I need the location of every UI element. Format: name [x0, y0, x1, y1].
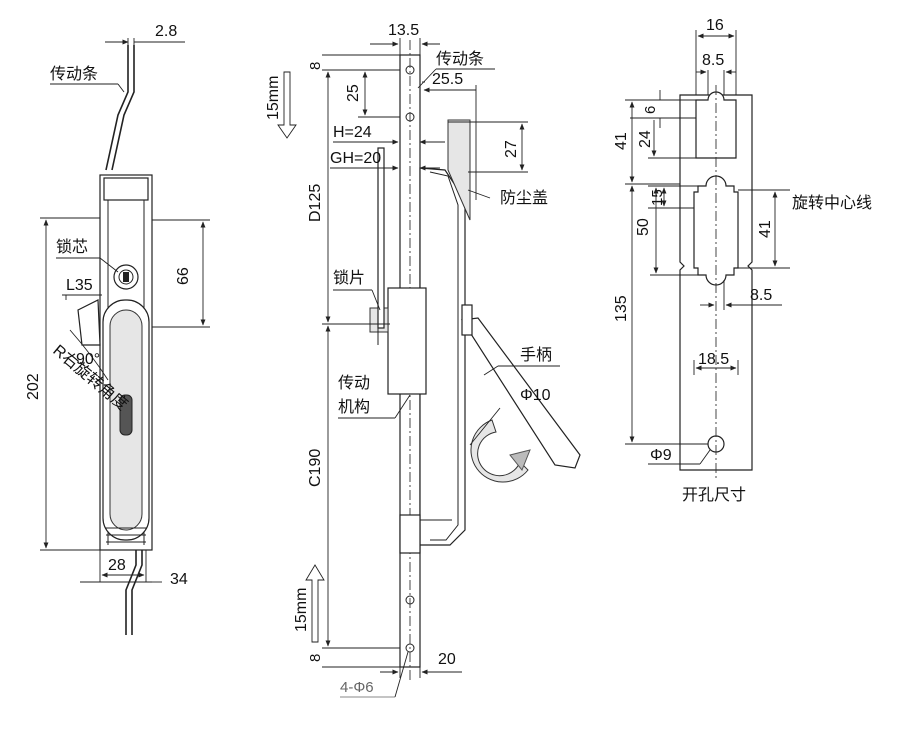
dim-GH20: GH=20 [330, 150, 381, 167]
dim-202: 202 [25, 373, 42, 400]
label-handle: 手柄 [520, 346, 552, 364]
dim-H24: H=24 [333, 124, 372, 141]
label-lock-plate: 锁片 [333, 269, 365, 287]
dim-phi9: Φ9 [650, 447, 672, 464]
label-dust-cover: 防尘盖 [500, 189, 548, 207]
label-cutout-size: 开孔尺寸 [682, 486, 746, 504]
dim-41-right: 41 [757, 220, 774, 238]
dim-27: 27 [503, 140, 520, 158]
dim-phi10: Φ10 [520, 387, 551, 404]
figure-side-view: 13.5 传动条 8 15mm 25 25.5 H=24 27 GH=20 [265, 22, 581, 698]
label-drive-bar-side: 传动条 [436, 50, 484, 68]
dust-cover [447, 119, 471, 221]
rotation-arrow-icon [470, 419, 529, 483]
label-drive-mech-2: 机构 [338, 398, 370, 416]
label-drive-mech-1: 传动 [338, 374, 370, 392]
dim-25-5: 25.5 [432, 71, 463, 88]
dim-15mm-bottom: 15mm [293, 588, 310, 632]
dim-135: 135 [613, 295, 630, 322]
dim-8-bottom: 8 [307, 654, 324, 662]
dim-15mm-top: 15mm [265, 76, 282, 120]
dim-8-5-mid: 8.5 [750, 287, 772, 304]
dim-34: 34 [170, 571, 188, 588]
arrow-down-icon [277, 71, 297, 139]
dim-25: 25 [345, 84, 362, 102]
dim-4phi6: 4-Φ6 [340, 679, 374, 696]
dim-41-left: 41 [613, 132, 630, 150]
dim-L35: L35 [66, 277, 93, 294]
dim-16: 16 [706, 17, 724, 34]
dim-50: 50 [635, 218, 652, 236]
label-drive-bar: 传动条 [50, 65, 98, 83]
dim-20: 20 [438, 651, 456, 668]
dim-8-5-top: 8.5 [702, 52, 724, 69]
drive-bar-top [105, 45, 129, 171]
figure-front-view: 2.8 传动条 锁芯 L35 66 90° R右旋转角度 202 28 34 [25, 23, 210, 635]
dim-D125: D125 [307, 184, 324, 222]
label-rotation-center: 旋转中心线 [792, 194, 872, 212]
handle-side [460, 317, 581, 469]
dim-18-5: 18.5 [698, 351, 729, 368]
arrow-up-icon [305, 564, 325, 643]
dim-90deg: 90° [76, 351, 100, 368]
dim-C190: C190 [307, 449, 324, 487]
dim-2-8: 2.8 [155, 23, 177, 40]
lock-plate [387, 287, 427, 395]
dim-13-5: 13.5 [388, 22, 419, 39]
dim-15: 15 [649, 189, 666, 206]
dim-24: 24 [637, 130, 654, 148]
dim-28: 28 [108, 557, 126, 574]
label-lock-core: 锁芯 [56, 238, 88, 256]
figure-cutout: 16 8.5 6 41 24 15 50 旋转中心线 4 [613, 17, 872, 504]
dim-6: 6 [642, 106, 659, 114]
dim-8-top: 8 [307, 62, 324, 70]
dim-66: 66 [175, 267, 192, 285]
